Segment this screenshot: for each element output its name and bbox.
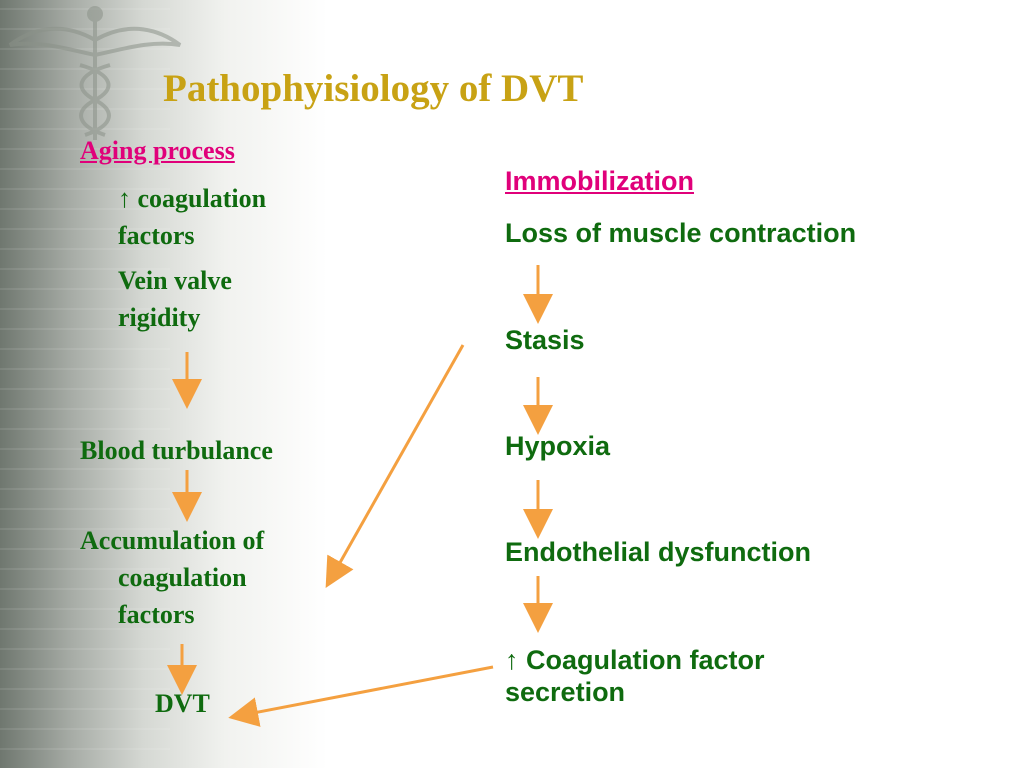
- step-muscle-contraction: Loss of muscle contraction: [505, 218, 857, 248]
- caduceus-icon: [8, 6, 182, 140]
- accumulation-line: Accumulation of: [80, 526, 265, 555]
- blood-turbulance-text: Blood turbulance: [80, 436, 273, 465]
- step-coagulation-secretion: ↑ Coagulation factor secretion: [505, 644, 765, 708]
- background-texture: [0, 0, 170, 768]
- aging-process-heading: Aging process: [80, 136, 235, 165]
- diagonal-arrow-icon: [228, 665, 494, 727]
- bullet-text: Vein valve: [118, 266, 232, 295]
- final-line: secretion: [505, 677, 626, 707]
- dvt-text: DVT: [155, 689, 210, 718]
- slide-title: Pathophyisiology of DVT: [163, 67, 584, 110]
- bullet-dot: [80, 180, 118, 254]
- step-endothelial: Endothelial dysfunction: [505, 537, 812, 567]
- diagonal-arrow-icon: [325, 344, 465, 589]
- bullet-text: rigidity: [118, 303, 201, 332]
- bullet-text: ↑ coagulation: [118, 184, 267, 213]
- accumulation-line: coagulation: [118, 563, 247, 592]
- accumulation-line: factors: [118, 600, 195, 629]
- accumulation-text: Accumulation of coagulation factors: [80, 522, 264, 633]
- step-stasis: Stasis: [505, 325, 585, 355]
- bullet-item: Vein valve rigidity: [80, 262, 338, 336]
- bullet-dot: [80, 262, 118, 336]
- step-hypoxia: Hypoxia: [505, 431, 611, 461]
- immobilization-heading: Immobilization: [505, 166, 694, 196]
- bullet-item: ↑ coagulation factors: [80, 180, 338, 254]
- aging-bullets: ↑ coagulation factors Vein valve rigidit…: [80, 180, 338, 336]
- final-line: ↑ Coagulation factor: [505, 645, 765, 675]
- bullet-text: factors: [118, 221, 195, 250]
